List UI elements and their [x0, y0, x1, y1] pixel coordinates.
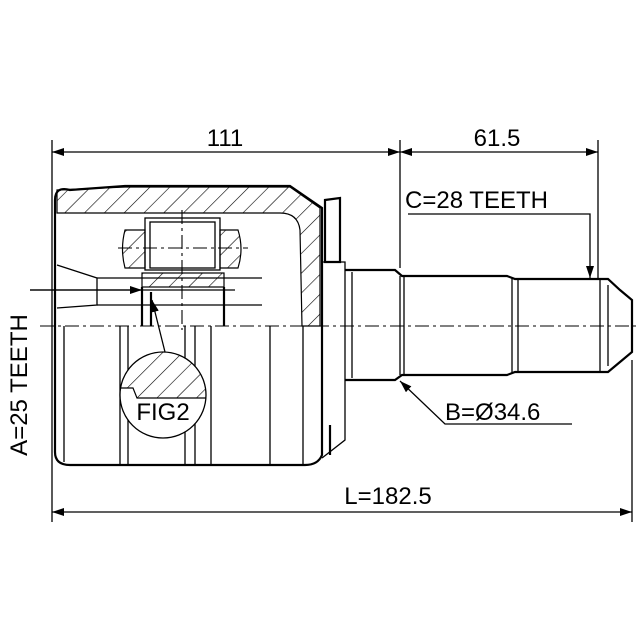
flange: [321, 196, 346, 459]
extension-lines: [51, 140, 633, 522]
outer-spline-leader: [408, 213, 594, 278]
outer-spline-label: C=28 TEETH: [405, 187, 548, 214]
housing: [30, 184, 324, 467]
dimension-111-label: 111: [207, 125, 243, 152]
fig2-detail: FIG2: [119, 299, 207, 439]
total-length-label: L=182.5: [344, 483, 431, 510]
seal-diameter-label: B=Ø34.6: [445, 399, 540, 426]
seal-diameter-leader: [399, 380, 572, 425]
inner-spline-label: A=25 TEETH: [6, 314, 33, 456]
dimension-61-5-label: 61.5: [474, 125, 521, 152]
output-shaft: [345, 268, 634, 382]
fig2-label: FIG2: [136, 399, 189, 426]
